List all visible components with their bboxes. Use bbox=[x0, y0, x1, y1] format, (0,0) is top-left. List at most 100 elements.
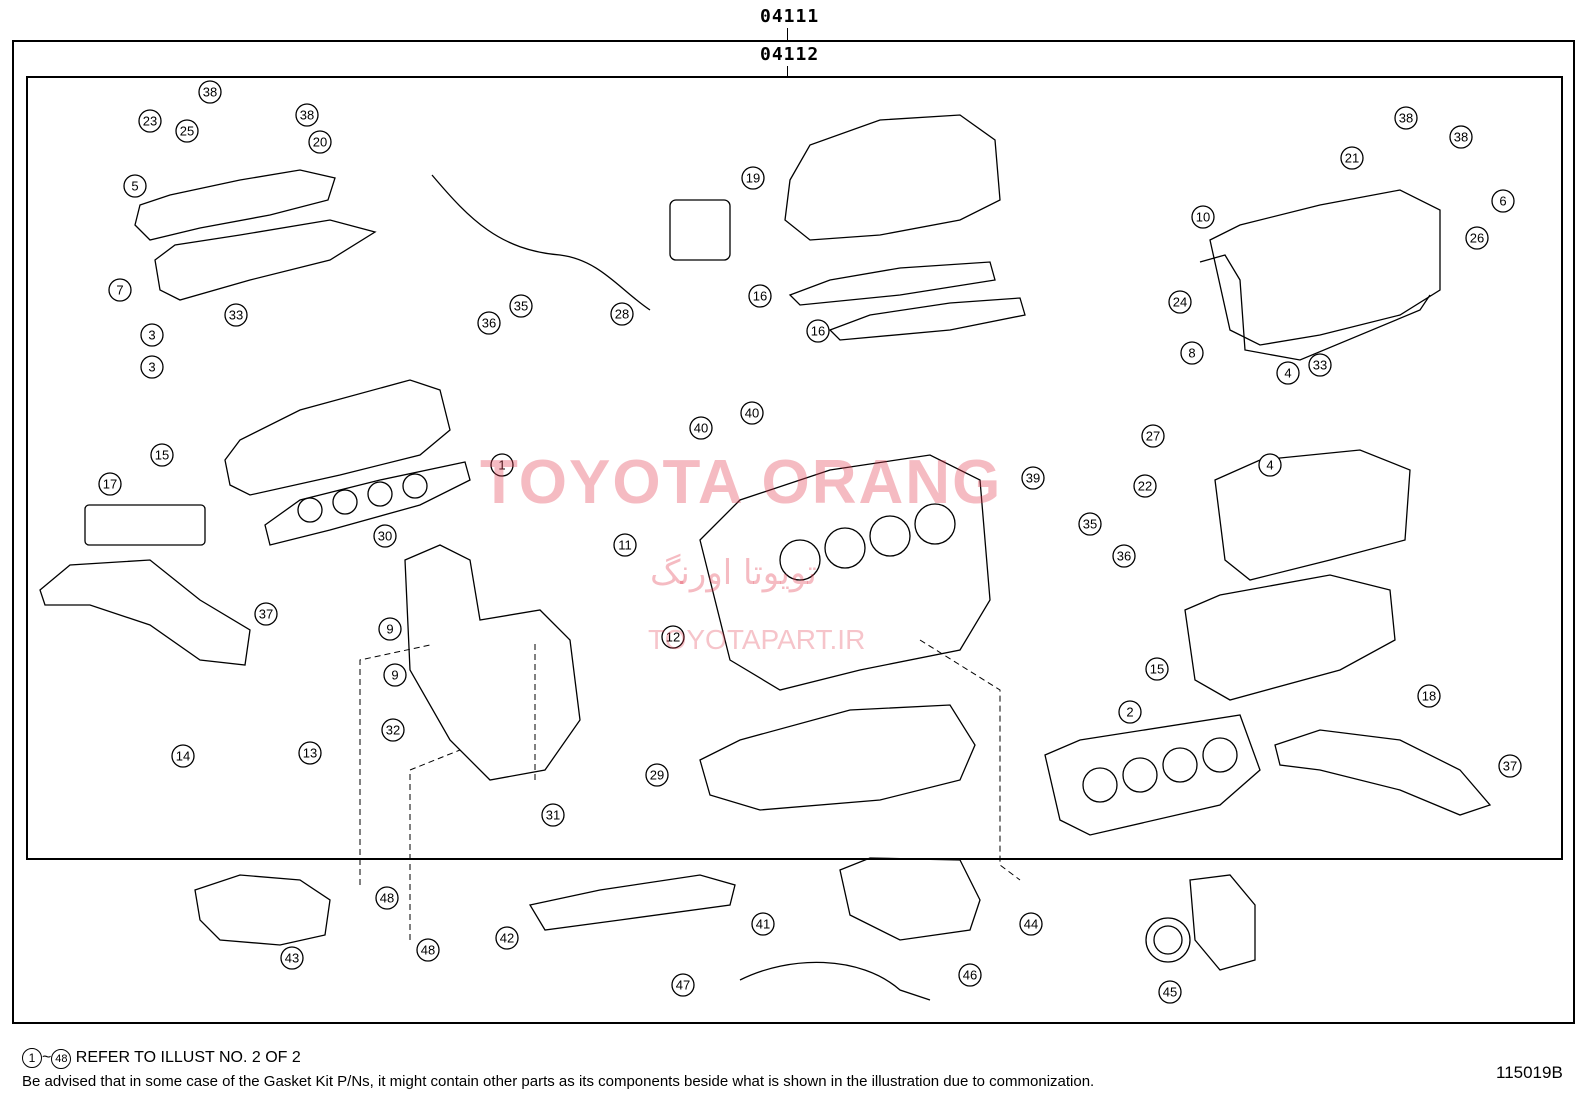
callout-36: 36 bbox=[477, 311, 501, 335]
code-leader-outer bbox=[787, 28, 788, 40]
callout-circle bbox=[1394, 106, 1418, 130]
callout-number: 45 bbox=[1163, 985, 1177, 1000]
timing-cover bbox=[404, 544, 581, 781]
callout-number: 23 bbox=[143, 114, 157, 129]
callout-number: 26 bbox=[1470, 231, 1484, 246]
callout-40: 40 bbox=[689, 416, 713, 440]
callout-24: 24 bbox=[1168, 290, 1192, 314]
callout-number: 15 bbox=[1150, 662, 1164, 677]
callout-13: 13 bbox=[298, 741, 322, 765]
callout-circle bbox=[123, 174, 147, 198]
callout-circle bbox=[175, 119, 199, 143]
callout-number: 35 bbox=[514, 299, 528, 314]
callout-number: 6 bbox=[1499, 194, 1506, 209]
cylinder-head-left bbox=[224, 379, 451, 496]
callout-number: 44 bbox=[1024, 917, 1038, 932]
inner-kit-frame bbox=[26, 76, 1563, 860]
callout-number: 5 bbox=[131, 179, 138, 194]
callout-16: 16 bbox=[748, 284, 772, 308]
callout-number: 30 bbox=[378, 529, 392, 544]
oil-pan-upper bbox=[699, 704, 976, 811]
callout-33: 33 bbox=[224, 303, 248, 327]
callout-6: 6 bbox=[1491, 189, 1515, 213]
callout-number: 17 bbox=[103, 477, 117, 492]
head-gasket-right bbox=[1044, 714, 1261, 836]
callout-circle bbox=[1449, 125, 1473, 149]
callout-number: 39 bbox=[1026, 471, 1040, 486]
callout-circle bbox=[1465, 226, 1489, 250]
watermark-brand: TOYOTA ORANG bbox=[480, 448, 1003, 517]
callout-circle bbox=[140, 355, 164, 379]
callout-16: 16 bbox=[806, 319, 830, 343]
callout-26: 26 bbox=[1465, 226, 1489, 250]
callout-35: 35 bbox=[1078, 512, 1102, 536]
callout-number: 4 bbox=[1266, 458, 1273, 473]
callout-circle bbox=[381, 718, 405, 742]
assembly-code-outer: 04111 bbox=[760, 6, 820, 27]
oil-pan-lower bbox=[839, 857, 981, 941]
callout-circle bbox=[383, 663, 407, 687]
callout-number: 3 bbox=[148, 328, 155, 343]
callout-number: 13 bbox=[303, 746, 317, 761]
callout-number: 29 bbox=[650, 768, 664, 783]
intake-gasket-lower bbox=[828, 297, 1026, 341]
callout-circle bbox=[1308, 353, 1332, 377]
callout-29: 29 bbox=[645, 763, 669, 787]
callout-23: 23 bbox=[138, 109, 162, 133]
callout-38: 38 bbox=[295, 103, 319, 127]
callout-circle bbox=[224, 303, 248, 327]
callout-circle bbox=[741, 166, 765, 190]
callout-circle bbox=[108, 278, 132, 302]
exhaust-gasket-left bbox=[84, 504, 206, 546]
exhaust-manifold-right bbox=[1274, 729, 1492, 816]
callout-number: 24 bbox=[1173, 295, 1187, 310]
callout-number: 38 bbox=[203, 85, 217, 100]
callout-circle bbox=[1340, 146, 1364, 170]
callout-circle bbox=[613, 533, 637, 557]
valve-cover-gasket-right bbox=[1199, 254, 1431, 361]
callout-9: 9 bbox=[378, 617, 402, 641]
rear-oil-seal-retainer bbox=[1189, 874, 1256, 971]
callout-number: 3 bbox=[148, 360, 155, 375]
callout-number: 10 bbox=[1196, 210, 1210, 225]
callout-27: 27 bbox=[1141, 424, 1165, 448]
callout-circle bbox=[610, 302, 634, 326]
callout-39: 39 bbox=[1021, 466, 1045, 490]
callout-4: 4 bbox=[1276, 361, 1300, 385]
callout-number: 7 bbox=[116, 283, 123, 298]
callout-circle bbox=[1276, 361, 1300, 385]
callout-44: 44 bbox=[1019, 912, 1043, 936]
callout-46: 46 bbox=[958, 963, 982, 987]
callout-circle bbox=[1141, 424, 1165, 448]
water-pipe bbox=[528, 874, 736, 931]
callout-circle bbox=[1417, 684, 1441, 708]
callout-number: 40 bbox=[694, 421, 708, 436]
callout-10: 10 bbox=[1191, 205, 1215, 229]
callout-circle bbox=[509, 294, 533, 318]
assembly-code-inner: 04112 bbox=[760, 44, 820, 65]
callout-circle bbox=[1180, 341, 1204, 365]
callout-number: 46 bbox=[963, 968, 977, 983]
callout-circle bbox=[671, 973, 695, 997]
watermark-brand-fa: تویوتا اورنگ bbox=[650, 553, 817, 593]
callout-number: 8 bbox=[1188, 346, 1195, 361]
callout-circle bbox=[1118, 700, 1142, 724]
callout-number: 12 bbox=[666, 630, 680, 645]
callout-circle bbox=[150, 443, 174, 467]
callout-number: 4 bbox=[1284, 366, 1291, 381]
callout-number: 43 bbox=[285, 951, 299, 966]
callout-5: 5 bbox=[123, 174, 147, 198]
callout-circle bbox=[661, 625, 685, 649]
callout-number: 9 bbox=[391, 668, 398, 683]
intake-manifold-right bbox=[1214, 449, 1411, 581]
callout-42: 42 bbox=[495, 926, 519, 950]
callout-33: 33 bbox=[1308, 353, 1332, 377]
callout-circle bbox=[198, 80, 222, 104]
callout-32: 32 bbox=[381, 718, 405, 742]
valve-cover-left bbox=[134, 169, 336, 241]
callout-number: 1 bbox=[498, 458, 505, 473]
dashed-leaders bbox=[359, 639, 1021, 940]
callout-38: 38 bbox=[1449, 125, 1473, 149]
